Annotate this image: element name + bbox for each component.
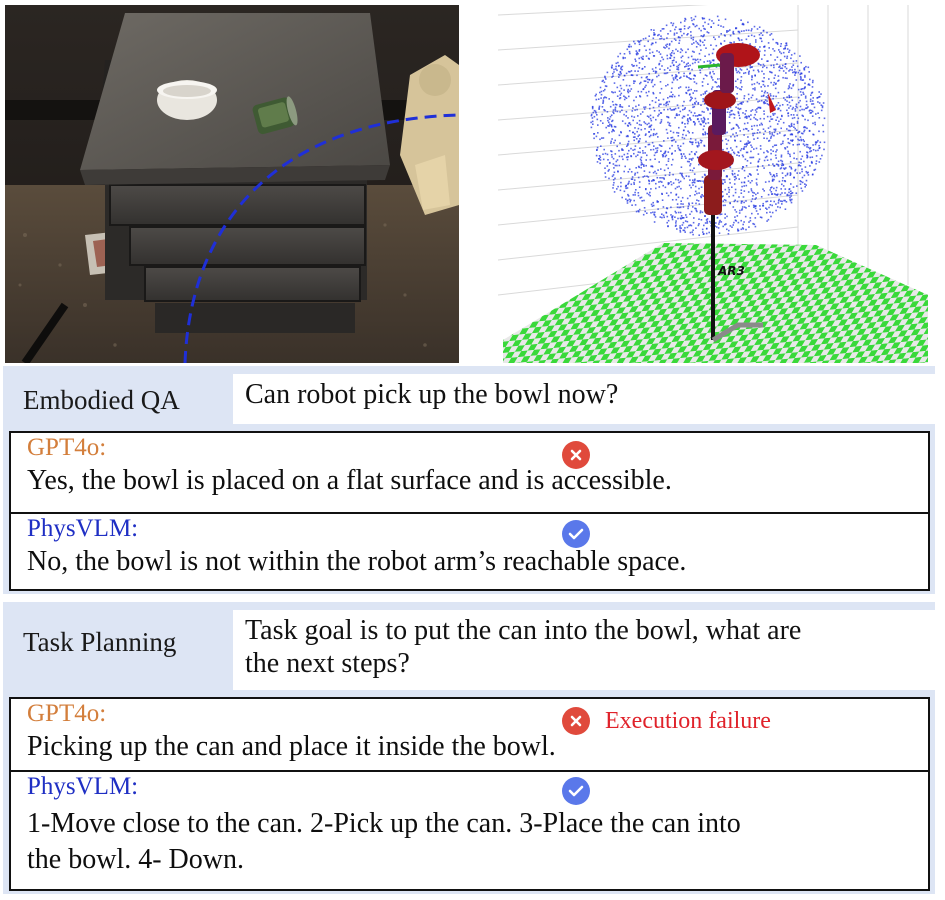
section-label-task-planning: Task Planning xyxy=(23,627,177,657)
robot-arm-workspace-plot: AR3 xyxy=(498,5,928,363)
question-box: Task goal is to put the can into the bow… xyxy=(233,610,935,690)
answer-box: GPT4o: Picking up the can and place it i… xyxy=(9,697,930,891)
execution-failure-note: Execution failure xyxy=(605,708,771,734)
answer-box: GPT4o: Yes, the bowl is placed on a flat… xyxy=(9,431,930,591)
answer-text-gpt: Picking up the can and place it inside t… xyxy=(27,731,556,762)
task-planning-panel: Task Planning Task goal is to put the ca… xyxy=(3,602,935,894)
answer-text-phys-line-2: the bowl. 4- Down. xyxy=(27,844,244,875)
question-line-2: the next steps? xyxy=(245,648,410,679)
question-line-1: Task goal is to put the can into the bow… xyxy=(245,615,802,646)
workspace-simulation: AR3 xyxy=(498,5,928,363)
robot-model-label: AR3 xyxy=(717,264,745,278)
answer-row-gpt: GPT4o: Picking up the can and place it i… xyxy=(11,699,928,770)
model-label-phys: PhysVLM: xyxy=(27,515,139,542)
model-label-phys: PhysVLM: xyxy=(27,773,139,800)
correct-icon xyxy=(562,777,590,805)
answer-row-phys: PhysVLM: No, the bowl is not within the … xyxy=(11,512,928,589)
answer-text-phys-line-1: 1-Move close to the can. 2-Pick up the c… xyxy=(27,808,741,839)
answer-row-gpt: GPT4o: Yes, the bowl is placed on a flat… xyxy=(11,433,928,512)
model-label-gpt: GPT4o: xyxy=(27,434,107,461)
incorrect-icon xyxy=(562,441,590,469)
answer-row-phys: PhysVLM: 1-Move close to the can. 2-Pick… xyxy=(11,770,928,889)
robot-arm xyxy=(697,43,776,215)
scene-photo-drawing xyxy=(5,5,459,363)
checkered-floor xyxy=(503,243,928,363)
section-label-embodied-qa: Embodied QA xyxy=(23,385,180,415)
correct-icon xyxy=(562,520,590,548)
scene-photo xyxy=(5,5,459,363)
answer-text-phys: No, the bowl is not within the robot arm… xyxy=(27,546,687,577)
model-label-gpt: GPT4o: xyxy=(27,700,107,727)
answer-text-gpt: Yes, the bowl is placed on a flat surfac… xyxy=(27,465,672,496)
incorrect-icon xyxy=(562,707,590,735)
question-box: Can robot pick up the bowl now? xyxy=(233,374,935,424)
embodied-qa-panel: Embodied QA Can robot pick up the bowl n… xyxy=(3,366,935,594)
